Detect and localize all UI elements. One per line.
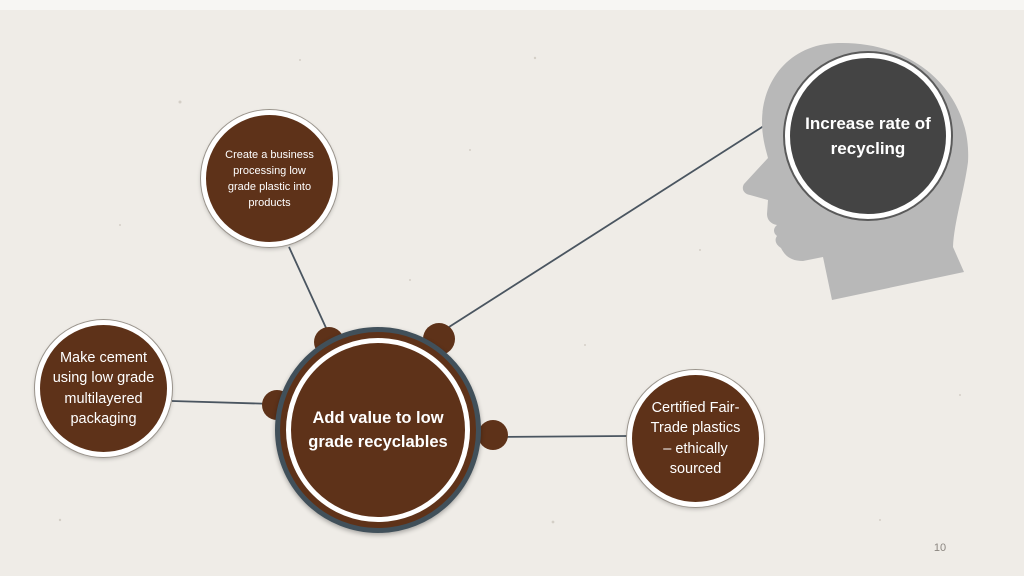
idea-text-cement: Make cement using low grade multilayered…	[52, 349, 155, 428]
goal-text: Increase rate of recycling	[805, 114, 931, 158]
idea-node-fair-trade: Certified Fair-Trade plastics – ethicall…	[627, 370, 764, 507]
hub-inner: Add value to low grade recyclables	[286, 338, 470, 522]
goal-circle: Increase rate of recycling	[785, 53, 951, 219]
connector-fair-trade	[494, 435, 628, 438]
hub-connector-nub	[478, 420, 508, 450]
connector-goal	[448, 121, 771, 328]
connector-business	[288, 246, 328, 331]
connector-cement	[171, 400, 276, 405]
page-number: 10	[933, 542, 947, 554]
top-band	[0, 0, 1024, 10]
idea-text-fair-trade: Certified Fair-Trade plastics – ethicall…	[650, 399, 741, 478]
idea-node-business: Create a business processing low grade p…	[201, 110, 338, 247]
hub-text: Add value to low grade recyclables	[308, 409, 448, 451]
hub-node: Add value to low grade recyclables	[275, 327, 481, 533]
idea-node-cement: Make cement using low grade multilayered…	[35, 320, 172, 457]
idea-text-business: Create a business processing low grade p…	[225, 148, 314, 209]
